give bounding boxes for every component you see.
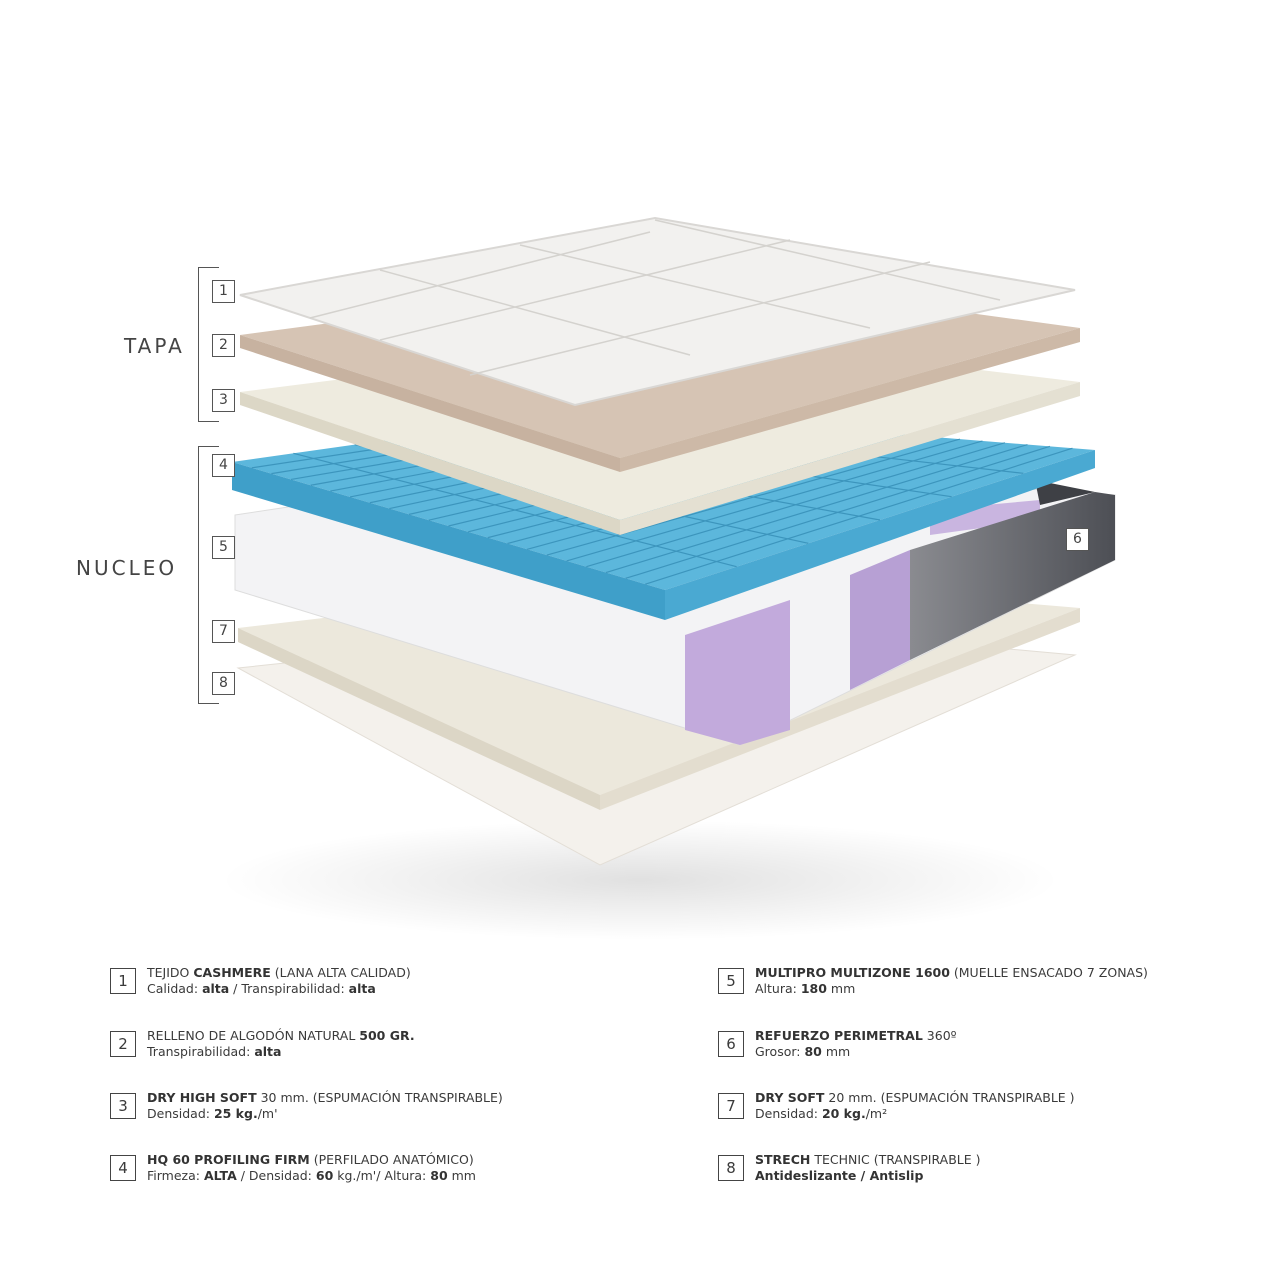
legend-number-box: 6 bbox=[718, 1031, 744, 1057]
legend-text: mm bbox=[447, 1168, 476, 1183]
legend-text: (LANA ALTA CALIDAD) bbox=[270, 965, 411, 980]
legend-text-bold: 20 kg. bbox=[821, 1106, 866, 1121]
legend-text-bold: alta bbox=[254, 1044, 282, 1059]
legend-item-4: 4 HQ 60 PROFILING FIRM (PERFILADO ANATÓMI… bbox=[110, 1152, 476, 1184]
legend-line: REFUERZO PERIMETRAL 360º bbox=[755, 1028, 957, 1044]
legend-text-bold: CASHMERE bbox=[193, 965, 271, 980]
layer-marker-2: 2 bbox=[212, 334, 235, 357]
legend-text: mm bbox=[826, 981, 856, 996]
legend-description: DRY HIGH SOFT 30 mm. (ESPUMACIÓN TRANSPI… bbox=[147, 1090, 503, 1122]
legend-number-box: 2 bbox=[110, 1031, 136, 1057]
legend-item-8: 8 STRECH TECHNIC (TRANSPIRABLE )Antidesli… bbox=[718, 1152, 981, 1184]
legend-text-bold: STRECH bbox=[755, 1152, 811, 1167]
legend-text: Transpirabilidad: bbox=[147, 1044, 255, 1059]
legend-text: RELLENO DE ALGODÓN NATURAL bbox=[147, 1028, 360, 1043]
legend-text: /m' bbox=[257, 1106, 278, 1121]
legend-text-bold: REFUERZO PERIMETRAL bbox=[755, 1028, 923, 1043]
group-label-tapa: TAPA bbox=[124, 334, 185, 358]
layer-marker-7: 7 bbox=[212, 620, 235, 643]
legend-line: Altura: 180 mm bbox=[755, 981, 1148, 997]
legend-text: (MUELLE ENSACADO 7 ZONAS) bbox=[949, 965, 1148, 980]
legend-line: Calidad: alta / Transpirabilidad: alta bbox=[147, 981, 411, 997]
legend-text: kg./m'/ Altura: bbox=[333, 1168, 431, 1183]
layer-marker-4: 4 bbox=[212, 454, 235, 477]
legend-description: HQ 60 PROFILING FIRM (PERFILADO ANATÓMIC… bbox=[147, 1152, 476, 1184]
layer-marker-6: 6 bbox=[1066, 528, 1089, 551]
layer-marker-1: 1 bbox=[212, 280, 235, 303]
legend-item-3: 3 DRY HIGH SOFT 30 mm. (ESPUMACIÓN TRANSP… bbox=[110, 1090, 503, 1122]
legend-line: DRY HIGH SOFT 30 mm. (ESPUMACIÓN TRANSPI… bbox=[147, 1090, 503, 1106]
legend-text: / Transpirabilidad: bbox=[229, 981, 349, 996]
legend-line: DRY SOFT 20 mm. (ESPUMACIÓN TRANSPIRABLE… bbox=[755, 1090, 1075, 1106]
legend-text: 30 mm. (ESPUMACIÓN TRANSPIRABLE) bbox=[256, 1090, 503, 1105]
legend-text: Densidad: bbox=[755, 1106, 822, 1121]
legend-text: TEJIDO bbox=[147, 965, 194, 980]
layer-marker-8: 8 bbox=[212, 672, 235, 695]
legend-text-bold: 80 bbox=[430, 1168, 448, 1183]
tapa-bracket bbox=[198, 267, 219, 422]
mattress-layers-illustration bbox=[220, 216, 1116, 940]
legend-line: Transpirabilidad: alta bbox=[147, 1044, 415, 1060]
legend-text-bold: MULTIPRO MULTIZONE 1600 bbox=[755, 965, 950, 980]
legend-line: STRECH TECHNIC (TRANSPIRABLE ) bbox=[755, 1152, 981, 1168]
legend-description: RELLENO DE ALGODÓN NATURAL 500 GR.Transp… bbox=[147, 1028, 415, 1060]
legend-line: TEJIDO CASHMERE (LANA ALTA CALIDAD) bbox=[147, 965, 411, 981]
legend-text-bold: HQ 60 PROFILING FIRM bbox=[147, 1152, 310, 1167]
legend-line: MULTIPRO MULTIZONE 1600 (MUELLE ENSACADO… bbox=[755, 965, 1148, 981]
legend-number-box: 3 bbox=[110, 1093, 136, 1119]
nucleo-bracket bbox=[198, 446, 219, 704]
legend-text-bold: 60 bbox=[315, 1168, 334, 1183]
legend-number-box: 7 bbox=[718, 1093, 744, 1119]
legend-line: RELLENO DE ALGODÓN NATURAL 500 GR. bbox=[147, 1028, 415, 1044]
layer-1-cashmere-quilt bbox=[239, 216, 1076, 407]
legend-text: / Densidad: bbox=[236, 1168, 316, 1183]
layer-6-perimeter-reinforcement bbox=[910, 480, 1115, 660]
legend-text-bold: 180 bbox=[800, 981, 827, 996]
legend-text: Densidad: bbox=[147, 1106, 214, 1121]
legend-number-box: 8 bbox=[718, 1155, 744, 1181]
legend-line: Grosor: 80 mm bbox=[755, 1044, 957, 1060]
legend-text: mm bbox=[821, 1044, 851, 1059]
legend-text: 360º bbox=[922, 1028, 957, 1043]
legend-text: Altura: bbox=[755, 981, 801, 996]
legend-item-5: 5 MULTIPRO MULTIZONE 1600 (MUELLE ENSACAD… bbox=[718, 965, 1148, 997]
legend-number-box: 4 bbox=[110, 1155, 136, 1181]
legend-item-7: 7 DRY SOFT 20 mm. (ESPUMACIÓN TRANSPIRABL… bbox=[718, 1090, 1075, 1122]
legend-line: Firmeza: ALTA / Densidad: 60 kg./m'/ Alt… bbox=[147, 1168, 476, 1184]
legend-text: Calidad: bbox=[147, 981, 203, 996]
legend-description: MULTIPRO MULTIZONE 1600 (MUELLE ENSACADO… bbox=[755, 965, 1148, 997]
legend-text-bold: alta bbox=[348, 981, 376, 996]
legend-text-bold: 25 kg. bbox=[213, 1106, 258, 1121]
legend-text-bold: Antideslizante / Antislip bbox=[755, 1168, 924, 1183]
legend-text: Firmeza: bbox=[147, 1168, 204, 1183]
legend-text: /m² bbox=[865, 1106, 888, 1121]
legend-number-box: 5 bbox=[718, 968, 744, 994]
legend-text-bold: ALTA bbox=[203, 1168, 237, 1183]
legend-line: HQ 60 PROFILING FIRM (PERFILADO ANATÓMIC… bbox=[147, 1152, 476, 1168]
legend-description: TEJIDO CASHMERE (LANA ALTA CALIDAD)Calid… bbox=[147, 965, 411, 997]
legend-text: TECHNIC (TRANSPIRABLE ) bbox=[810, 1152, 981, 1167]
legend-description: DRY SOFT 20 mm. (ESPUMACIÓN TRANSPIRABLE… bbox=[755, 1090, 1075, 1122]
layer-marker-5: 5 bbox=[212, 536, 235, 559]
legend-text-bold: 500 GR. bbox=[359, 1028, 415, 1043]
legend-text-bold: DRY HIGH SOFT bbox=[147, 1090, 257, 1105]
legend-line: Densidad: 25 kg./m' bbox=[147, 1106, 503, 1122]
legend-text: (PERFILADO ANATÓMICO) bbox=[309, 1152, 474, 1167]
group-label-nucleo: NUCLEO bbox=[76, 556, 178, 580]
legend-description: STRECH TECHNIC (TRANSPIRABLE )Antidesliz… bbox=[755, 1152, 981, 1184]
layer-marker-3: 3 bbox=[212, 389, 235, 412]
legend-number-box: 1 bbox=[110, 968, 136, 994]
legend-line: Densidad: 20 kg./m² bbox=[755, 1106, 1075, 1122]
legend-text-bold: 80 bbox=[804, 1044, 822, 1059]
legend-line: Antideslizante / Antislip bbox=[755, 1168, 981, 1184]
legend-text: Grosor: bbox=[755, 1044, 805, 1059]
legend-text: 20 mm. (ESPUMACIÓN TRANSPIRABLE ) bbox=[824, 1090, 1075, 1105]
legend-text-bold: DRY SOFT bbox=[755, 1090, 825, 1105]
legend-text-bold: alta bbox=[202, 981, 230, 996]
drop-shadow bbox=[220, 820, 1060, 940]
